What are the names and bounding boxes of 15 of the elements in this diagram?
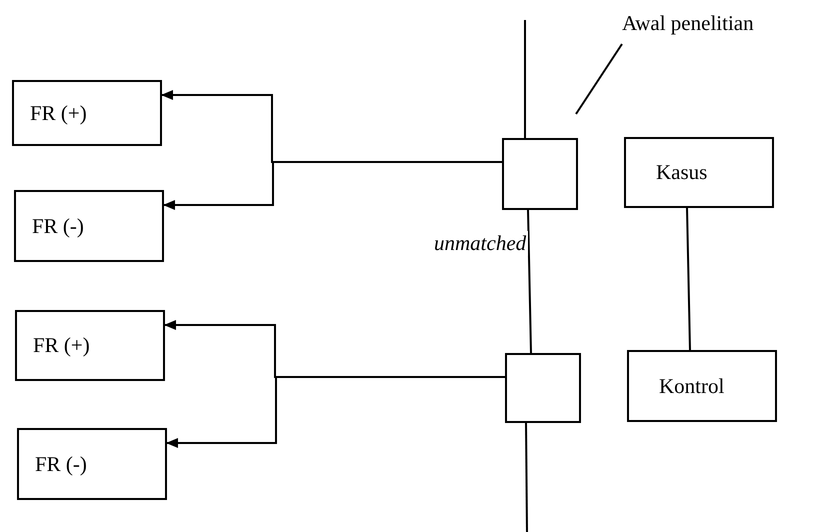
annotation-text: unmatched — [432, 231, 528, 256]
label-box: Kasus — [624, 137, 774, 208]
label-box: FR (-) — [14, 190, 164, 262]
arrow — [163, 161, 502, 210]
label-box: FR (+) — [12, 80, 162, 146]
empty-box — [502, 138, 578, 210]
label-box: FR (+) — [15, 310, 165, 381]
label-box: FR (-) — [17, 428, 167, 500]
annotation-text: Awal penelitian — [622, 6, 816, 40]
empty-box — [505, 353, 581, 423]
label-box: Kontrol — [627, 350, 777, 422]
connector-line — [527, 210, 532, 354]
connector-line — [686, 208, 691, 350]
arrow — [166, 376, 505, 448]
leader-line — [575, 43, 623, 115]
